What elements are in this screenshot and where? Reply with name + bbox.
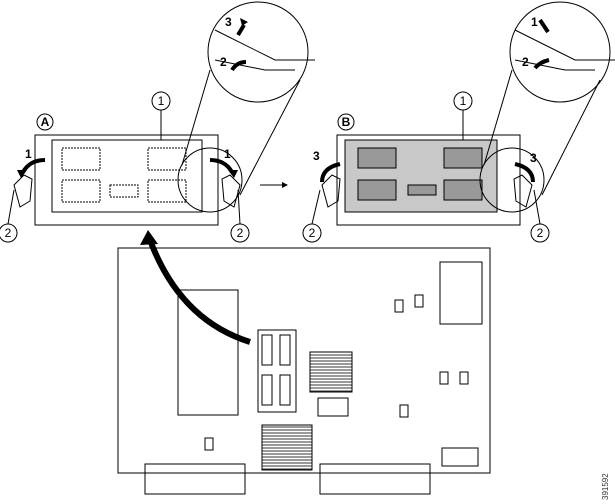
magnifier-a xyxy=(207,1,309,103)
panel-b-letter: B xyxy=(342,115,351,129)
module-slot-b xyxy=(336,134,521,226)
svg-text:2: 2 xyxy=(220,55,227,69)
callout-module-a: 1 xyxy=(158,94,165,108)
latch-right-a xyxy=(221,174,241,208)
magnifier-b xyxy=(509,1,611,103)
connector-right xyxy=(319,463,431,495)
memory-module-a xyxy=(51,139,203,213)
svg-text:1: 1 xyxy=(224,147,231,161)
callout-latch-a-left: 2 xyxy=(5,226,12,240)
callout-module-b: 1 xyxy=(460,94,467,108)
svg-text:3: 3 xyxy=(530,151,537,165)
svg-text:2: 2 xyxy=(522,55,529,69)
install-arrow xyxy=(147,238,251,345)
callout-latch-b-right: 2 xyxy=(537,226,544,240)
module-slot-a xyxy=(34,134,219,226)
memory-socket xyxy=(257,329,297,413)
panel-b: B 3 3 1 2 2 1 2 xyxy=(302,1,615,243)
panel-a-letter-circle xyxy=(36,113,54,131)
svg-text:3: 3 xyxy=(313,149,320,163)
latch-left-a xyxy=(13,174,33,208)
svg-text:1: 1 xyxy=(25,147,32,161)
connector-left xyxy=(144,463,246,495)
svg-text:1: 1 xyxy=(531,15,538,29)
callout-latch-b-left: 2 xyxy=(309,226,316,240)
svg-text:3: 3 xyxy=(225,15,232,29)
motherboard xyxy=(117,230,491,495)
panel-a: A 1 1 1 2 2 3 2 xyxy=(0,1,315,243)
callout-latch-a-right: 2 xyxy=(237,226,244,240)
figure-id: 391592 xyxy=(601,473,610,500)
panel-a-letter: A xyxy=(41,115,50,129)
